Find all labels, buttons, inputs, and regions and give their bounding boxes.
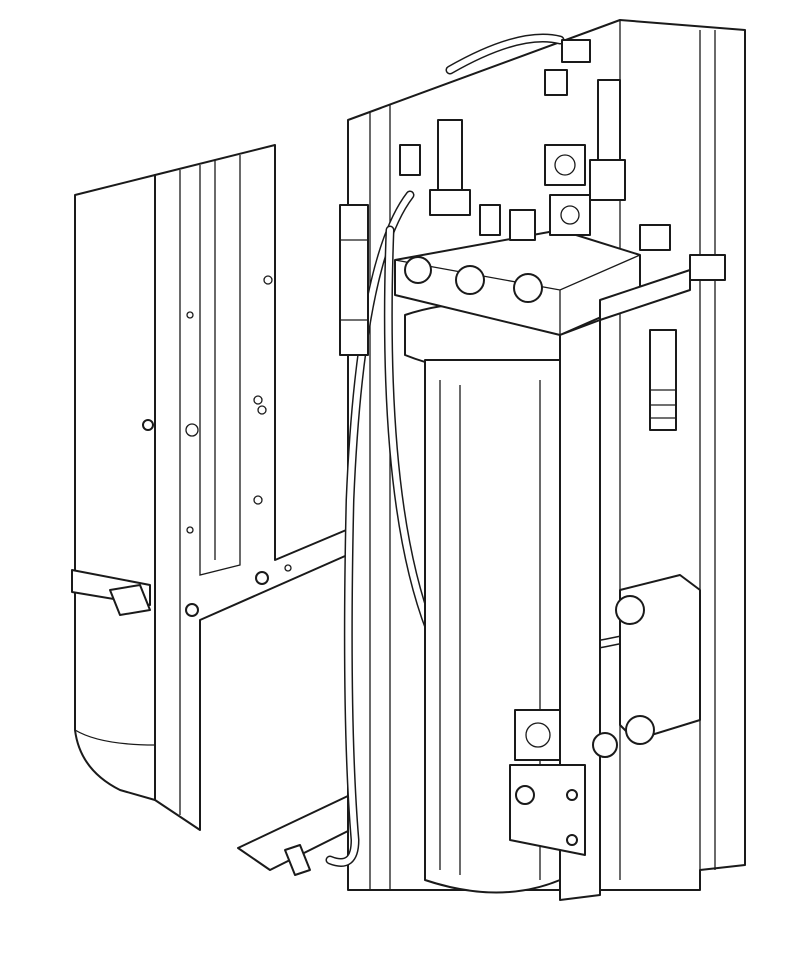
left-tank: [71, 174, 156, 801]
fittings-top: [399, 39, 671, 251]
clip-right: [689, 254, 726, 281]
solenoid-valve-bottom: [509, 709, 618, 856]
port-fitting: [513, 273, 543, 303]
flow-meter: [615, 574, 701, 745]
port-fitting: [404, 256, 432, 284]
mounting-holes: [185, 275, 292, 617]
tank-strap-clamp: [109, 584, 151, 616]
port-fitting: [455, 265, 485, 295]
sensor-left: [339, 204, 369, 356]
sensor-right: [649, 329, 677, 431]
solenoid-valve-top: [544, 144, 591, 236]
